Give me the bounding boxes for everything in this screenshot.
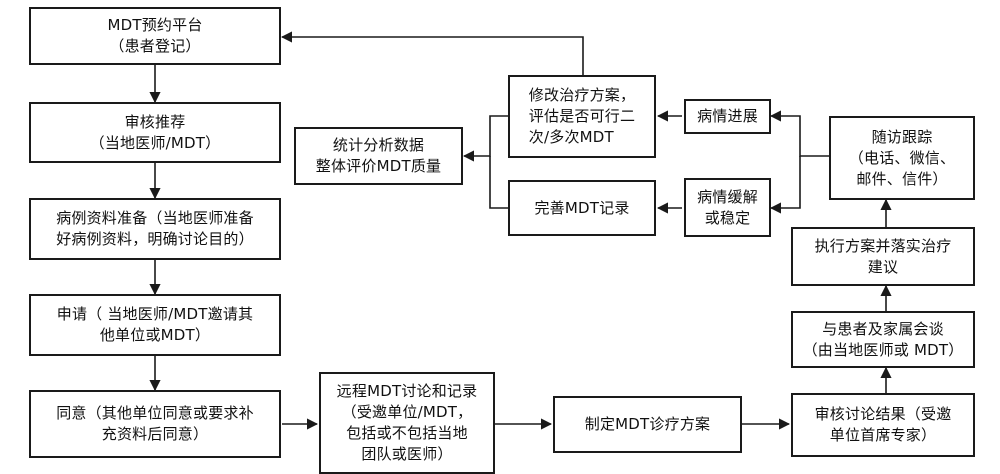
node-apply: 申请（ 当地医师/MDT邀请其 他单位或MDT）: [29, 294, 281, 356]
node-execute-plan-label: 执行方案并落实治疗 建议: [814, 236, 952, 276]
node-progress: 病情进展: [684, 99, 771, 134]
node-case-preparation: 病例资料准备（当地医师准备 好病例资料，明确讨论目的）: [29, 198, 281, 260]
node-review-recommend: 审核推荐 （当地医师/MDT）: [29, 102, 281, 163]
node-statistics-label: 统计分析数据 整体评价MDT质量: [315, 136, 442, 175]
node-remission-label: 病情缓解 或稳定: [697, 187, 758, 227]
edge-followup-to-progress: [769, 110, 829, 157]
node-execute-plan: 执行方案并落实治疗 建议: [791, 227, 975, 286]
node-follow-up-label: 随访跟踪 （电话、微信、 邮件、信件）: [848, 127, 956, 188]
node-remote-mdt: 远程MDT讨论和记录 （受邀单位/MDT， 包括或不包括当地 团队或医师）: [319, 372, 495, 474]
node-progress-label: 病情进展: [697, 107, 758, 125]
edge-modify-to-platform: [280, 31, 584, 75]
node-modify-plan: 修改治疗方案， 评估是否可行二 次/多次MDT: [508, 75, 656, 158]
node-talk-family-label: 与患者及家属会谈 （由当地医师或 MDT）: [802, 319, 964, 359]
node-agree: 同意（其他单位同意或要求补 充资料后同意）: [29, 390, 281, 458]
node-statistics: 统计分析数据 整体评价MDT质量: [294, 127, 463, 185]
node-apply-label: 申请（ 当地医师/MDT邀请其 他单位或MDT）: [56, 305, 254, 344]
node-mdt-platform: MDT预约平台 （患者登记）: [29, 7, 281, 65]
edge-modify-to-statistics: [462, 115, 508, 162]
node-review-result: 审核讨论结果（受邀 单位首席专家）: [791, 393, 975, 457]
node-case-preparation-label: 病例资料准备（当地医师准备 好病例资料，明确讨论目的）: [56, 209, 254, 248]
node-make-plan-label: 制定MDT诊疗方案: [584, 415, 711, 433]
node-review-recommend-label: 审核推荐 （当地医师/MDT）: [89, 112, 221, 152]
node-review-result-label: 审核讨论结果（受邀 单位首席专家）: [814, 405, 952, 444]
node-complete-record-label: 完善MDT记录: [534, 198, 630, 217]
node-remission: 病情缓解 或稳定: [684, 178, 771, 237]
edge-followup-to-remission: [769, 156, 801, 214]
node-remote-mdt-label: 远程MDT讨论和记录 （受邀单位/MDT， 包括或不包括当地 团队或医师）: [336, 382, 478, 463]
node-make-plan: 制定MDT诊疗方案: [553, 396, 742, 453]
node-modify-plan-label: 修改治疗方案， 评估是否可行二 次/多次MDT: [528, 86, 636, 146]
node-agree-label: 同意（其他单位同意或要求补 充资料后同意）: [56, 404, 254, 443]
node-follow-up: 随访跟踪 （电话、微信、 邮件、信件）: [829, 116, 975, 200]
node-talk-family: 与患者及家属会谈 （由当地医师或 MDT）: [791, 311, 975, 368]
edge-record-to-statistics: [489, 156, 508, 209]
node-complete-record: 完善MDT记录: [508, 180, 656, 236]
node-mdt-platform-label: MDT预约平台 （患者登记）: [107, 16, 203, 55]
